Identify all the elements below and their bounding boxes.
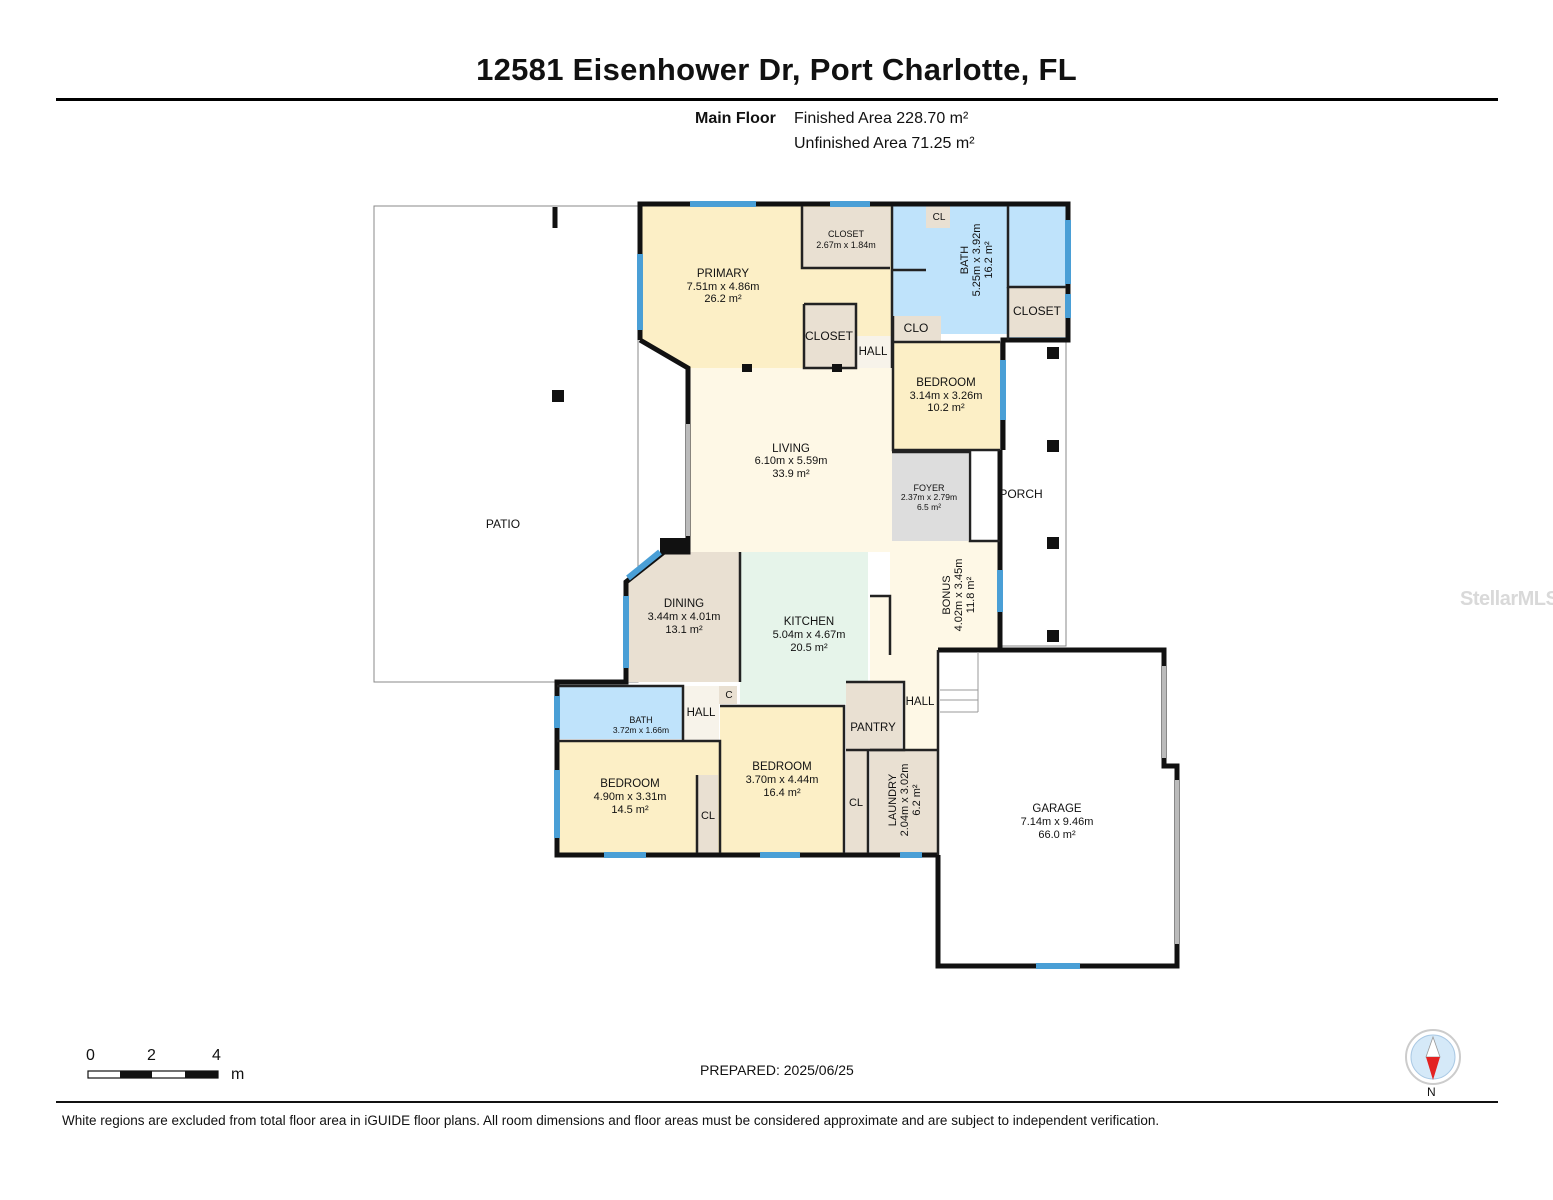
room-bath-small <box>557 686 683 739</box>
area-dining: 13.1 m² <box>665 624 703 636</box>
label-bath-small: BATH <box>629 715 652 725</box>
area-bedroom-s: 16.4 m² <box>763 787 801 799</box>
dims-bedroom-s: 3.70m x 4.44m <box>746 774 819 786</box>
room-closet-mid <box>804 304 856 368</box>
room-dining <box>626 552 740 682</box>
label-kitchen: KITCHEN <box>784 616 834 628</box>
label-laundry: LAUNDRY <box>887 773 899 826</box>
room-pantry <box>846 682 902 750</box>
interior-walls <box>557 206 1066 855</box>
label-dining: DINING <box>664 598 704 610</box>
unfinished-area: Unfinished Area 71.25 m² <box>794 135 975 152</box>
room-cl-s <box>846 750 868 853</box>
room-garage <box>938 650 1164 964</box>
area-garage: 66.0 m² <box>1038 829 1076 841</box>
label-bedroom-ne: BEDROOM <box>916 377 975 389</box>
compass-icon <box>1405 1029 1461 1085</box>
area-bedroom-sw: 14.5 m² <box>611 804 649 816</box>
patio-post <box>552 390 564 402</box>
label-cl-top: CL <box>933 212 946 223</box>
compass-north-label: N <box>1427 1085 1436 1099</box>
floor-label: Main Floor <box>695 110 776 127</box>
room-closet-top <box>802 207 890 268</box>
finished-area: Finished Area 228.70 m² <box>794 110 969 127</box>
dims-kitchen: 5.04m x 4.67m <box>773 629 846 641</box>
dims-foyer: 2.37m x 2.79m <box>901 492 957 502</box>
label-primary: PRIMARY <box>697 268 750 280</box>
room-hall-top <box>856 336 892 368</box>
porch-area <box>999 341 1067 647</box>
label-cl-s: CL <box>849 797 863 809</box>
label-c-small: C <box>725 690 732 701</box>
scale-bar <box>87 1070 219 1079</box>
room-c-small <box>719 686 737 704</box>
area-primary: 26.2 m² <box>704 293 742 305</box>
scale-tick-0: 0 <box>86 1047 95 1064</box>
room-bedroom-ne <box>893 342 1000 450</box>
prepared-date: PREPARED: 2025/06/25 <box>700 1062 854 1078</box>
label-closet-bath: CLOSET <box>1013 304 1062 318</box>
label-bedroom-sw: BEDROOM <box>600 778 659 790</box>
area-foyer: 6.5 m² <box>917 502 941 512</box>
disclaimer: White regions are excluded from total fl… <box>62 1113 1160 1128</box>
room-bedroom-s <box>720 706 844 853</box>
label-hall-mid: HALL <box>687 707 716 719</box>
room-laundry <box>870 750 938 853</box>
area-living: 33.9 m² <box>772 468 810 480</box>
dims-bedroom-ne: 3.14m x 3.26m <box>910 390 983 402</box>
label-clo: CLO <box>904 321 929 335</box>
room-hall-mid <box>683 686 719 740</box>
label-pantry: PANTRY <box>850 722 896 734</box>
scale-tick-2: 2 <box>147 1047 156 1064</box>
dims-bath-small: 3.72m x 1.66m <box>613 725 669 735</box>
patio-area <box>373 205 639 683</box>
dims-closet-top: 2.67m x 1.84m <box>816 240 876 250</box>
area-laundry: 6.2 m² <box>911 784 923 816</box>
room-cl-top <box>926 206 950 228</box>
room-bedroom-sw <box>557 741 720 853</box>
room-clo <box>893 316 941 342</box>
page-title: 12581 Eisenhower Dr, Port Charlotte, FL <box>476 52 1077 87</box>
dims-primary: 7.51m x 4.86m <box>687 281 760 293</box>
label-patio: PATIO <box>486 517 520 531</box>
label-bedroom-s: BEDROOM <box>752 761 811 773</box>
dims-bonus: 4.02m x 3.45m <box>953 559 965 632</box>
scale-tick-4: 4 <box>212 1047 221 1064</box>
room-foyer <box>892 452 968 541</box>
label-hall-top: HALL <box>859 346 888 358</box>
dims-dining: 3.44m x 4.01m <box>648 611 721 623</box>
room-kitchen <box>740 552 868 704</box>
room-living <box>688 368 1000 752</box>
room-closet-bath <box>1008 287 1066 337</box>
dims-garage: 7.14m x 9.46m <box>1021 816 1094 828</box>
scale-unit: m <box>231 1066 245 1083</box>
area-bath-primary: 16.2 m² <box>983 241 995 279</box>
windows <box>554 201 1080 969</box>
dims-bedroom-sw: 4.90m x 3.31m <box>594 791 667 803</box>
label-garage: GARAGE <box>1032 803 1082 815</box>
title-divider <box>56 98 1498 101</box>
dims-living: 6.10m x 5.59m <box>755 455 828 467</box>
watermark: StellarMLS <box>1460 588 1553 610</box>
room-cl-sw <box>697 775 718 853</box>
label-bonus: BONUS <box>941 575 953 614</box>
dims-laundry: 2.04m x 3.02m <box>899 764 911 837</box>
label-foyer: FOYER <box>913 483 945 493</box>
area-bonus: 11.8 m² <box>965 576 977 613</box>
area-kitchen: 20.5 m² <box>790 642 828 654</box>
label-porch: PORCH <box>999 487 1042 501</box>
label-closet-mid: CLOSET <box>805 329 854 343</box>
label-living: LIVING <box>772 443 810 455</box>
dims-bath-primary: 5.25m x 3.92m <box>971 224 983 297</box>
label-bath-primary: BATH <box>959 246 971 275</box>
label-cl-sw: CL <box>701 810 715 822</box>
label-closet-top: CLOSET <box>828 229 865 239</box>
area-bedroom-ne: 10.2 m² <box>927 402 965 414</box>
label-hall-right: HALL <box>906 696 935 708</box>
